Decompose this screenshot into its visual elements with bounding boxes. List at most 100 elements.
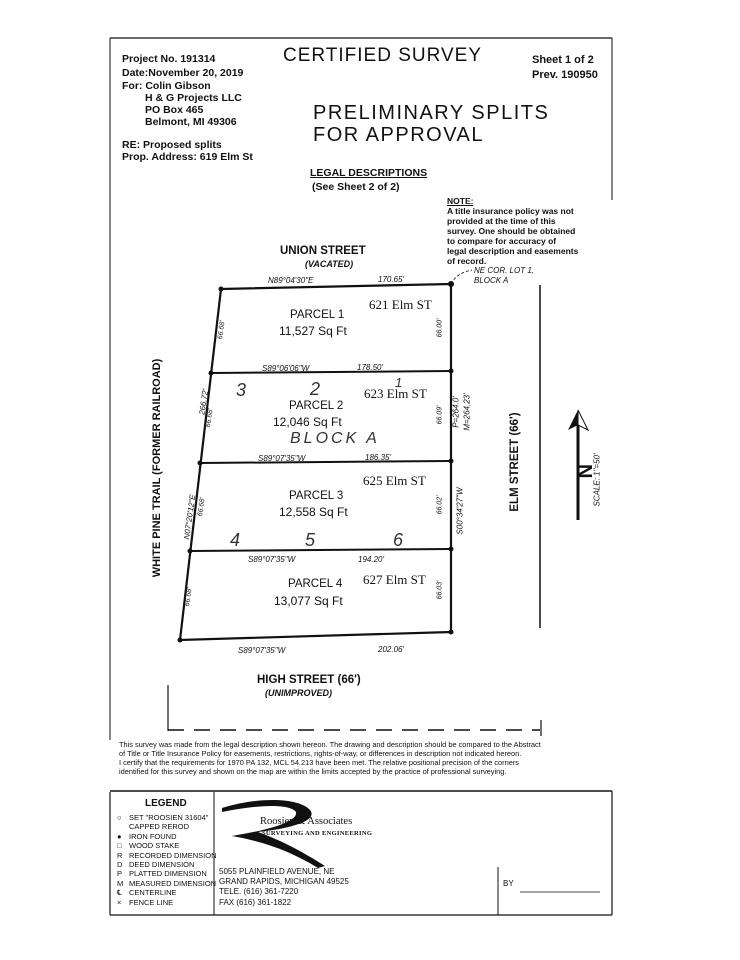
elm-street-label: ELM STREET (66')	[509, 412, 521, 512]
survey-date: Date:November 20, 2019	[122, 67, 244, 79]
company-address-1: 5055 PLAINFIELD AVENUE, NE	[219, 867, 335, 876]
legal-descriptions-heading: LEGAL DESCRIPTIONS	[310, 167, 428, 179]
note-line: survey. One should be obtained	[447, 226, 576, 236]
note-title: NOTE:	[447, 196, 474, 206]
corner-marker	[448, 546, 454, 552]
preliminary-title: PRELIMINARY SPLITS	[313, 102, 550, 124]
corner-marker	[187, 548, 193, 554]
corner-marker	[448, 629, 454, 635]
by-label: BY	[503, 879, 514, 888]
east-bearing: S00°34'27"W	[455, 487, 465, 535]
scale-label: SCALE: 1"=50'	[592, 453, 602, 507]
legend-item: ○SET "ROOSIEN 31604"	[117, 813, 209, 822]
legend-list: ○SET "ROOSIEN 31604" CAPPED REROD ●IRON …	[117, 813, 217, 907]
parcel-area: 11,527 Sq Ft	[279, 324, 347, 338]
client-po-box: PO Box 465	[145, 104, 204, 116]
note-line: legal description and easements	[447, 246, 579, 256]
legend-item: ●IRON FOUND	[117, 831, 177, 841]
corner-leader	[450, 269, 473, 285]
east-segment: 66.09'	[436, 405, 444, 425]
parcel-address: 621 Elm ST	[369, 297, 432, 312]
certification-line: identified for this survey and shown on …	[119, 767, 507, 776]
document-title: CERTIFIED SURVEY	[283, 45, 483, 66]
certification-line: This survey was made from the legal desc…	[119, 740, 541, 749]
company-fax: FAX (616) 361-1822	[219, 898, 292, 907]
company-address-2: GRAND RAPIDS, MICHIGAN 49525	[219, 877, 349, 886]
note-line: of record.	[447, 256, 487, 266]
high-street-status: (UNIMPROVED)	[265, 688, 332, 698]
corner-marker	[197, 460, 203, 466]
east-segment: 66.02'	[436, 495, 444, 515]
north-distance: 170.65'	[378, 275, 404, 284]
line-distance: 186.35'	[365, 453, 391, 462]
property-address: Prop. Address: 619 Elm St	[122, 151, 253, 163]
east-segment: 66.00'	[436, 318, 444, 338]
project-number: Project No. 191314	[122, 53, 216, 65]
corner-marker	[208, 370, 214, 376]
company-logo	[222, 799, 325, 868]
re-line: RE: Proposed splits	[122, 139, 222, 151]
legend-title: LEGEND	[145, 798, 187, 809]
lot-number: 3	[236, 380, 247, 400]
previous-survey: Prev. 190950	[532, 69, 598, 81]
client-name: For: Colin Gibson	[122, 80, 211, 92]
sheet-number: Sheet 1 of 2	[532, 54, 594, 66]
corner-marker	[218, 286, 224, 292]
parcel-address: 625 Elm ST	[363, 473, 426, 488]
line-bearing: S89°07'35"W	[248, 555, 296, 564]
east-segment: 66.03'	[436, 580, 444, 600]
parcel-name: PARCEL 3	[289, 490, 344, 502]
company-tagline: SURVEYING AND ENGINEERING	[262, 830, 373, 837]
ne-corner-label: NE COR. LOT 1,	[474, 266, 535, 275]
parcel-address: 623 Elm ST	[364, 386, 427, 401]
client-city: Belmont, MI 49306	[145, 116, 237, 128]
parcel-name: PARCEL 4	[288, 578, 343, 590]
lot-number: 6	[393, 530, 404, 550]
high-street-label: HIGH STREET (66')	[257, 674, 361, 686]
note-line: provided at the time of this	[447, 216, 556, 226]
corner-marker	[448, 458, 454, 464]
line-bearing: S89°07'35"W	[258, 454, 306, 463]
legend-item: CAPPED REROD	[129, 822, 190, 832]
lot-number: 2	[310, 379, 321, 399]
south-distance: 202.06'	[378, 645, 404, 654]
parcel-area: 12,558 Sq Ft	[279, 505, 348, 519]
north-arrow-head-right	[577, 409, 590, 432]
north-arrow-letter: N	[573, 464, 595, 478]
line-distance: 194.20'	[358, 555, 384, 564]
line-distance: 178.50'	[357, 363, 383, 372]
certification-line: I certify that the requirements for 1970…	[119, 758, 520, 767]
union-street-label: UNION STREET	[280, 245, 366, 257]
parcel-name: PARCEL 2	[289, 400, 344, 412]
parcel-name: PARCEL 1	[290, 309, 345, 321]
parcel-line-2-3	[199, 460, 452, 464]
company-phone: TELE. (616) 361-7220	[219, 887, 299, 896]
client-company: H & G Projects LLC	[145, 92, 242, 104]
union-street-status: (VACATED)	[305, 259, 354, 269]
legend-item: ×FENCE LINE	[117, 897, 174, 907]
ne-corner-block: BLOCK A	[474, 276, 509, 285]
lot-number: 5	[305, 530, 316, 550]
corner-marker	[177, 637, 183, 643]
white-pine-trail-label: WHITE PINE TRAIL (FORMER RAILROAD)	[151, 358, 163, 578]
legend-item: ℄CENTERLINE	[117, 888, 177, 898]
company-name: Roosien & Associates	[260, 816, 353, 827]
south-bearing: S89°07'35"W	[238, 646, 286, 655]
line-bearing: S89°06'06"W	[262, 364, 310, 373]
parcel-line-3-4	[189, 548, 452, 552]
east-platted: P=264.0'	[451, 396, 461, 428]
block-label: BLOCK A	[290, 430, 380, 447]
note-line: to compare for accuracy of	[447, 236, 557, 246]
legend-item: □WOOD STAKE	[117, 841, 180, 851]
note-line: A title insurance policy was not	[447, 206, 574, 216]
lot-number: 1	[395, 375, 403, 390]
north-arrow-head	[568, 410, 578, 430]
east-measured: M=264.23'	[462, 393, 472, 431]
approval-title: FOR APPROVAL	[313, 124, 485, 146]
parcel-line-1-2	[210, 370, 452, 374]
